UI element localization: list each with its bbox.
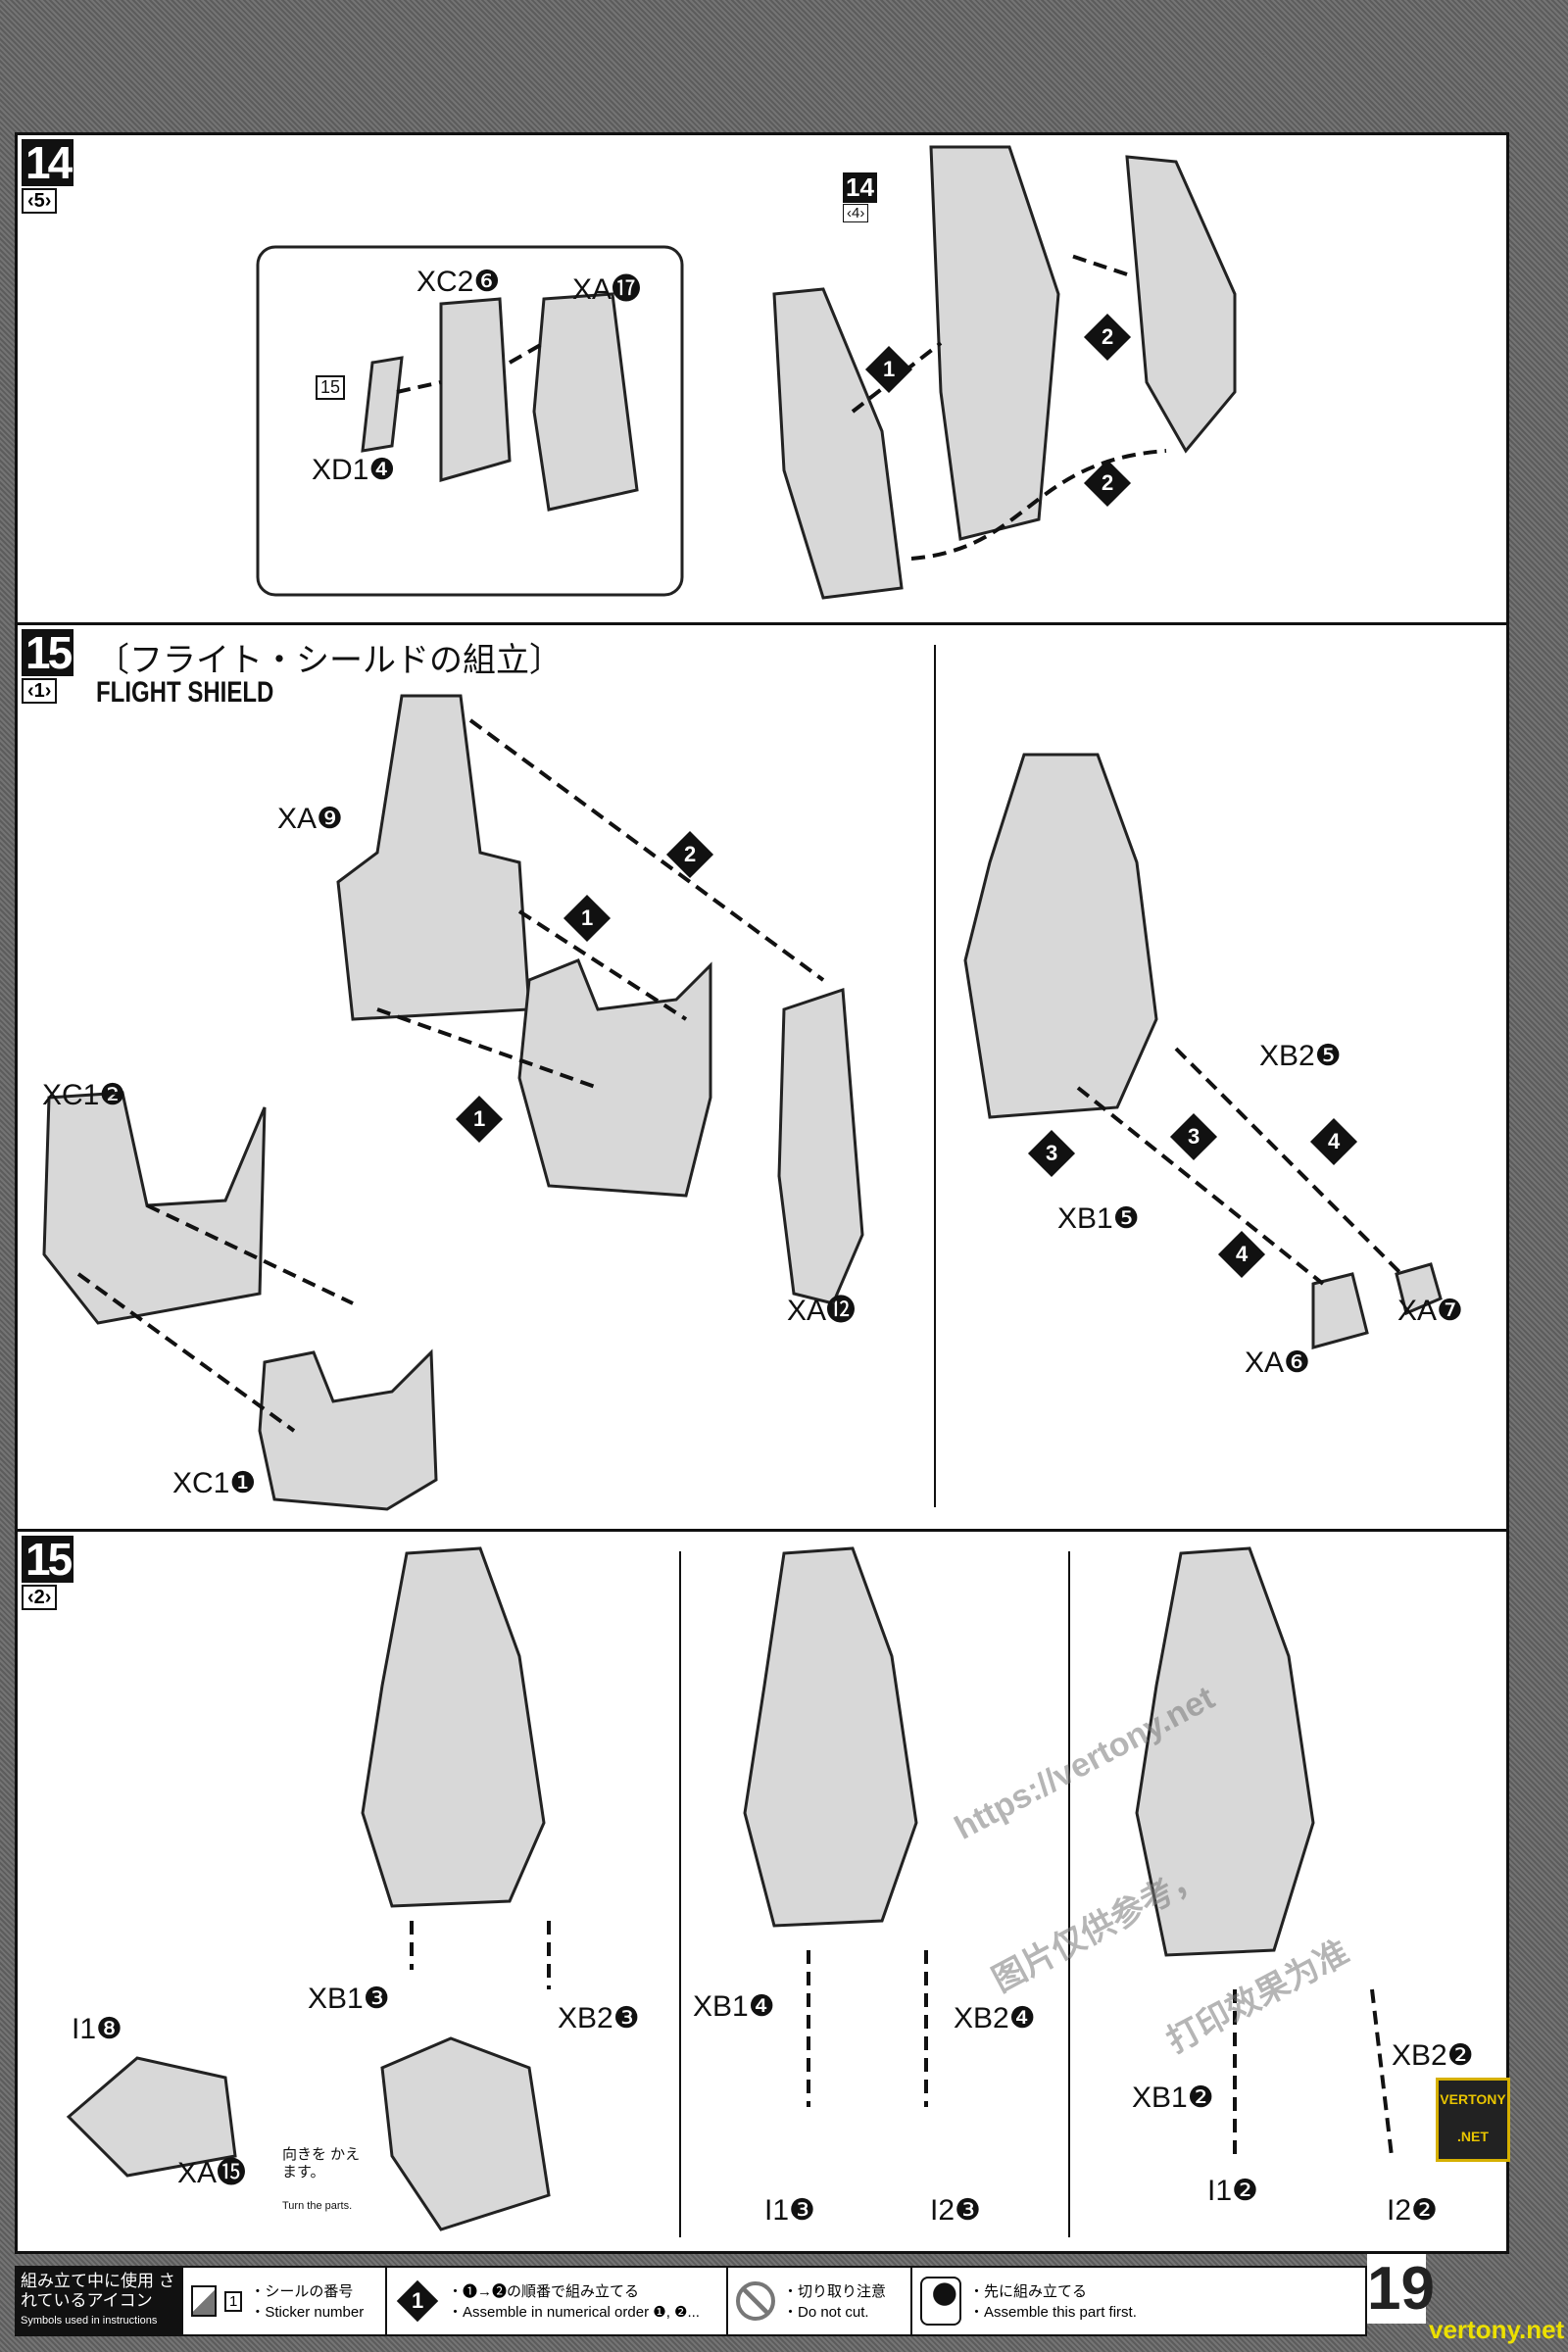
do-not-cut-icon: [736, 2281, 775, 2321]
part-xc1-1: [258, 1348, 438, 1511]
title-en: FLIGHT SHIELD: [96, 676, 274, 709]
part-label: XB2❷: [1392, 2039, 1474, 2072]
part-thruster-cover: [1125, 155, 1237, 454]
sticker-number: 15: [316, 375, 346, 400]
part-foot-armor: [772, 287, 904, 600]
part-label: XB2❹: [954, 2002, 1036, 2034]
part-label: XB2❸: [558, 2002, 640, 2034]
legend-jp: ・シールの番号: [250, 2283, 354, 2300]
part-label: XA⓱: [572, 273, 642, 306]
divider: [934, 645, 936, 1507]
part-label: I2❷: [1387, 2194, 1438, 2227]
step-number: 14: [22, 139, 74, 186]
substep-number: ‹1›: [22, 678, 58, 704]
sticker-number-box: 1: [224, 2290, 243, 2312]
part-label: I1❽: [72, 2013, 122, 2045]
legend-do-not-cut: ・切り取り注意・Do not cut.: [726, 2268, 910, 2334]
legend-jp: ・❶→❷の順番で組み立てる: [448, 2283, 640, 2300]
step-number: 15: [22, 1536, 74, 1583]
part-shield-assembled-4: [1135, 1546, 1315, 1957]
step-14-section: 14 ‹5›: [18, 135, 1506, 625]
part-label: XB1❺: [1057, 1202, 1140, 1235]
part-label: XD1❹: [312, 454, 396, 486]
legend-assemble-first: ・先に組み立てる・Assemble this part first.: [910, 2268, 1365, 2334]
legend-en: ・Assemble in numerical order ❶, ❷...: [448, 2304, 700, 2321]
detail-inset-box: [256, 245, 684, 597]
divider: [1068, 1551, 1070, 2237]
part-label: XA❾: [277, 803, 343, 835]
legend-jp: ・先に組み立てる: [969, 2283, 1088, 2300]
assemble-first-icon: [920, 2277, 961, 2326]
vertony-badge: VERTONY .NET: [1436, 2078, 1510, 2162]
part-xa6: [1311, 1272, 1369, 1349]
part-label: XC2❻: [416, 266, 501, 298]
part-leg: [929, 145, 1060, 541]
order-icon: 1: [396, 2279, 439, 2323]
part-xa7: [1395, 1262, 1443, 1316]
turn-note-jp: 向きを かえます。: [282, 2146, 361, 2180]
icon-legend: 組み立て中に使用 されているアイコン Symbols used in instr…: [15, 2266, 1367, 2336]
part-label: XA⓯: [177, 2157, 247, 2189]
substep-number: ‹2›: [22, 1585, 58, 1610]
step-number: 15: [22, 629, 74, 676]
legend-en: ・Assemble this part first.: [969, 2304, 1137, 2321]
part-label: XB1❸: [308, 1983, 390, 2015]
legend-jp: ・切り取り注意: [783, 2283, 887, 2300]
part-label: XA❼: [1397, 1295, 1463, 1327]
part-shield-assembled-1: [963, 753, 1158, 1119]
legend-en: ・Sticker number: [250, 2304, 365, 2321]
page-number: 19: [1367, 2254, 1435, 2324]
title-jp: 〔フライト・シールドの組立〕: [96, 642, 563, 679]
part-label: I1❸: [764, 2194, 815, 2227]
step-15-1-section: 15 ‹1› 〔フライト・シールドの組立〕 FLIGHT SHIELD: [18, 625, 1506, 1532]
part-xa15: [66, 2056, 237, 2178]
substep-number: ‹5›: [22, 188, 58, 214]
part-xa17: [532, 292, 639, 512]
step-15-2-section: 15 ‹2›: [18, 1532, 1506, 2257]
part-label: XB1❹: [693, 1990, 775, 2023]
divider: [679, 1551, 681, 2237]
part-label: XA⓬: [787, 1295, 857, 1327]
part-label: I1❷: [1207, 2175, 1258, 2207]
part-frame-center: [517, 958, 712, 1198]
part-xa9: [336, 694, 531, 1021]
legend-en: ・Do not cut.: [783, 2304, 869, 2321]
part-xa12: [777, 987, 864, 1305]
part-shield-assembled-2: [361, 1546, 546, 1908]
part-label: XB2❺: [1259, 1040, 1342, 1072]
part-xc2: [439, 297, 512, 482]
watermark-site: vertony.net: [1429, 2315, 1565, 2344]
legend-heading-jp: 組み立て中に使用 されているアイコン: [21, 2272, 175, 2310]
legend-heading: 組み立て中に使用 されているアイコン Symbols used in instr…: [17, 2268, 181, 2334]
ref-step-number: 14: [843, 172, 877, 203]
part-label: XB1❷: [1132, 2082, 1214, 2114]
legend-sticker: 1 ・シールの番号・Sticker number: [181, 2268, 385, 2334]
part-label: XC1❶: [172, 1467, 257, 1499]
part-nozzle-block: [380, 2036, 551, 2231]
part-label: XA❻: [1245, 1347, 1310, 1379]
part-shield-assembled-3: [743, 1546, 918, 1928]
part-label: XC1❷: [42, 1079, 126, 1111]
legend-heading-en: Symbols used in instructions: [21, 2315, 158, 2327]
sticker-icon: [191, 2285, 217, 2317]
ref-substep-number: ‹4›: [843, 204, 869, 222]
turn-note-en: Turn the parts.: [282, 2200, 353, 2212]
legend-order: 1 ・❶→❷の順番で組み立てる・Assemble in numerical or…: [385, 2268, 726, 2334]
part-xd1: [361, 356, 404, 453]
part-label: I2❸: [930, 2194, 981, 2227]
